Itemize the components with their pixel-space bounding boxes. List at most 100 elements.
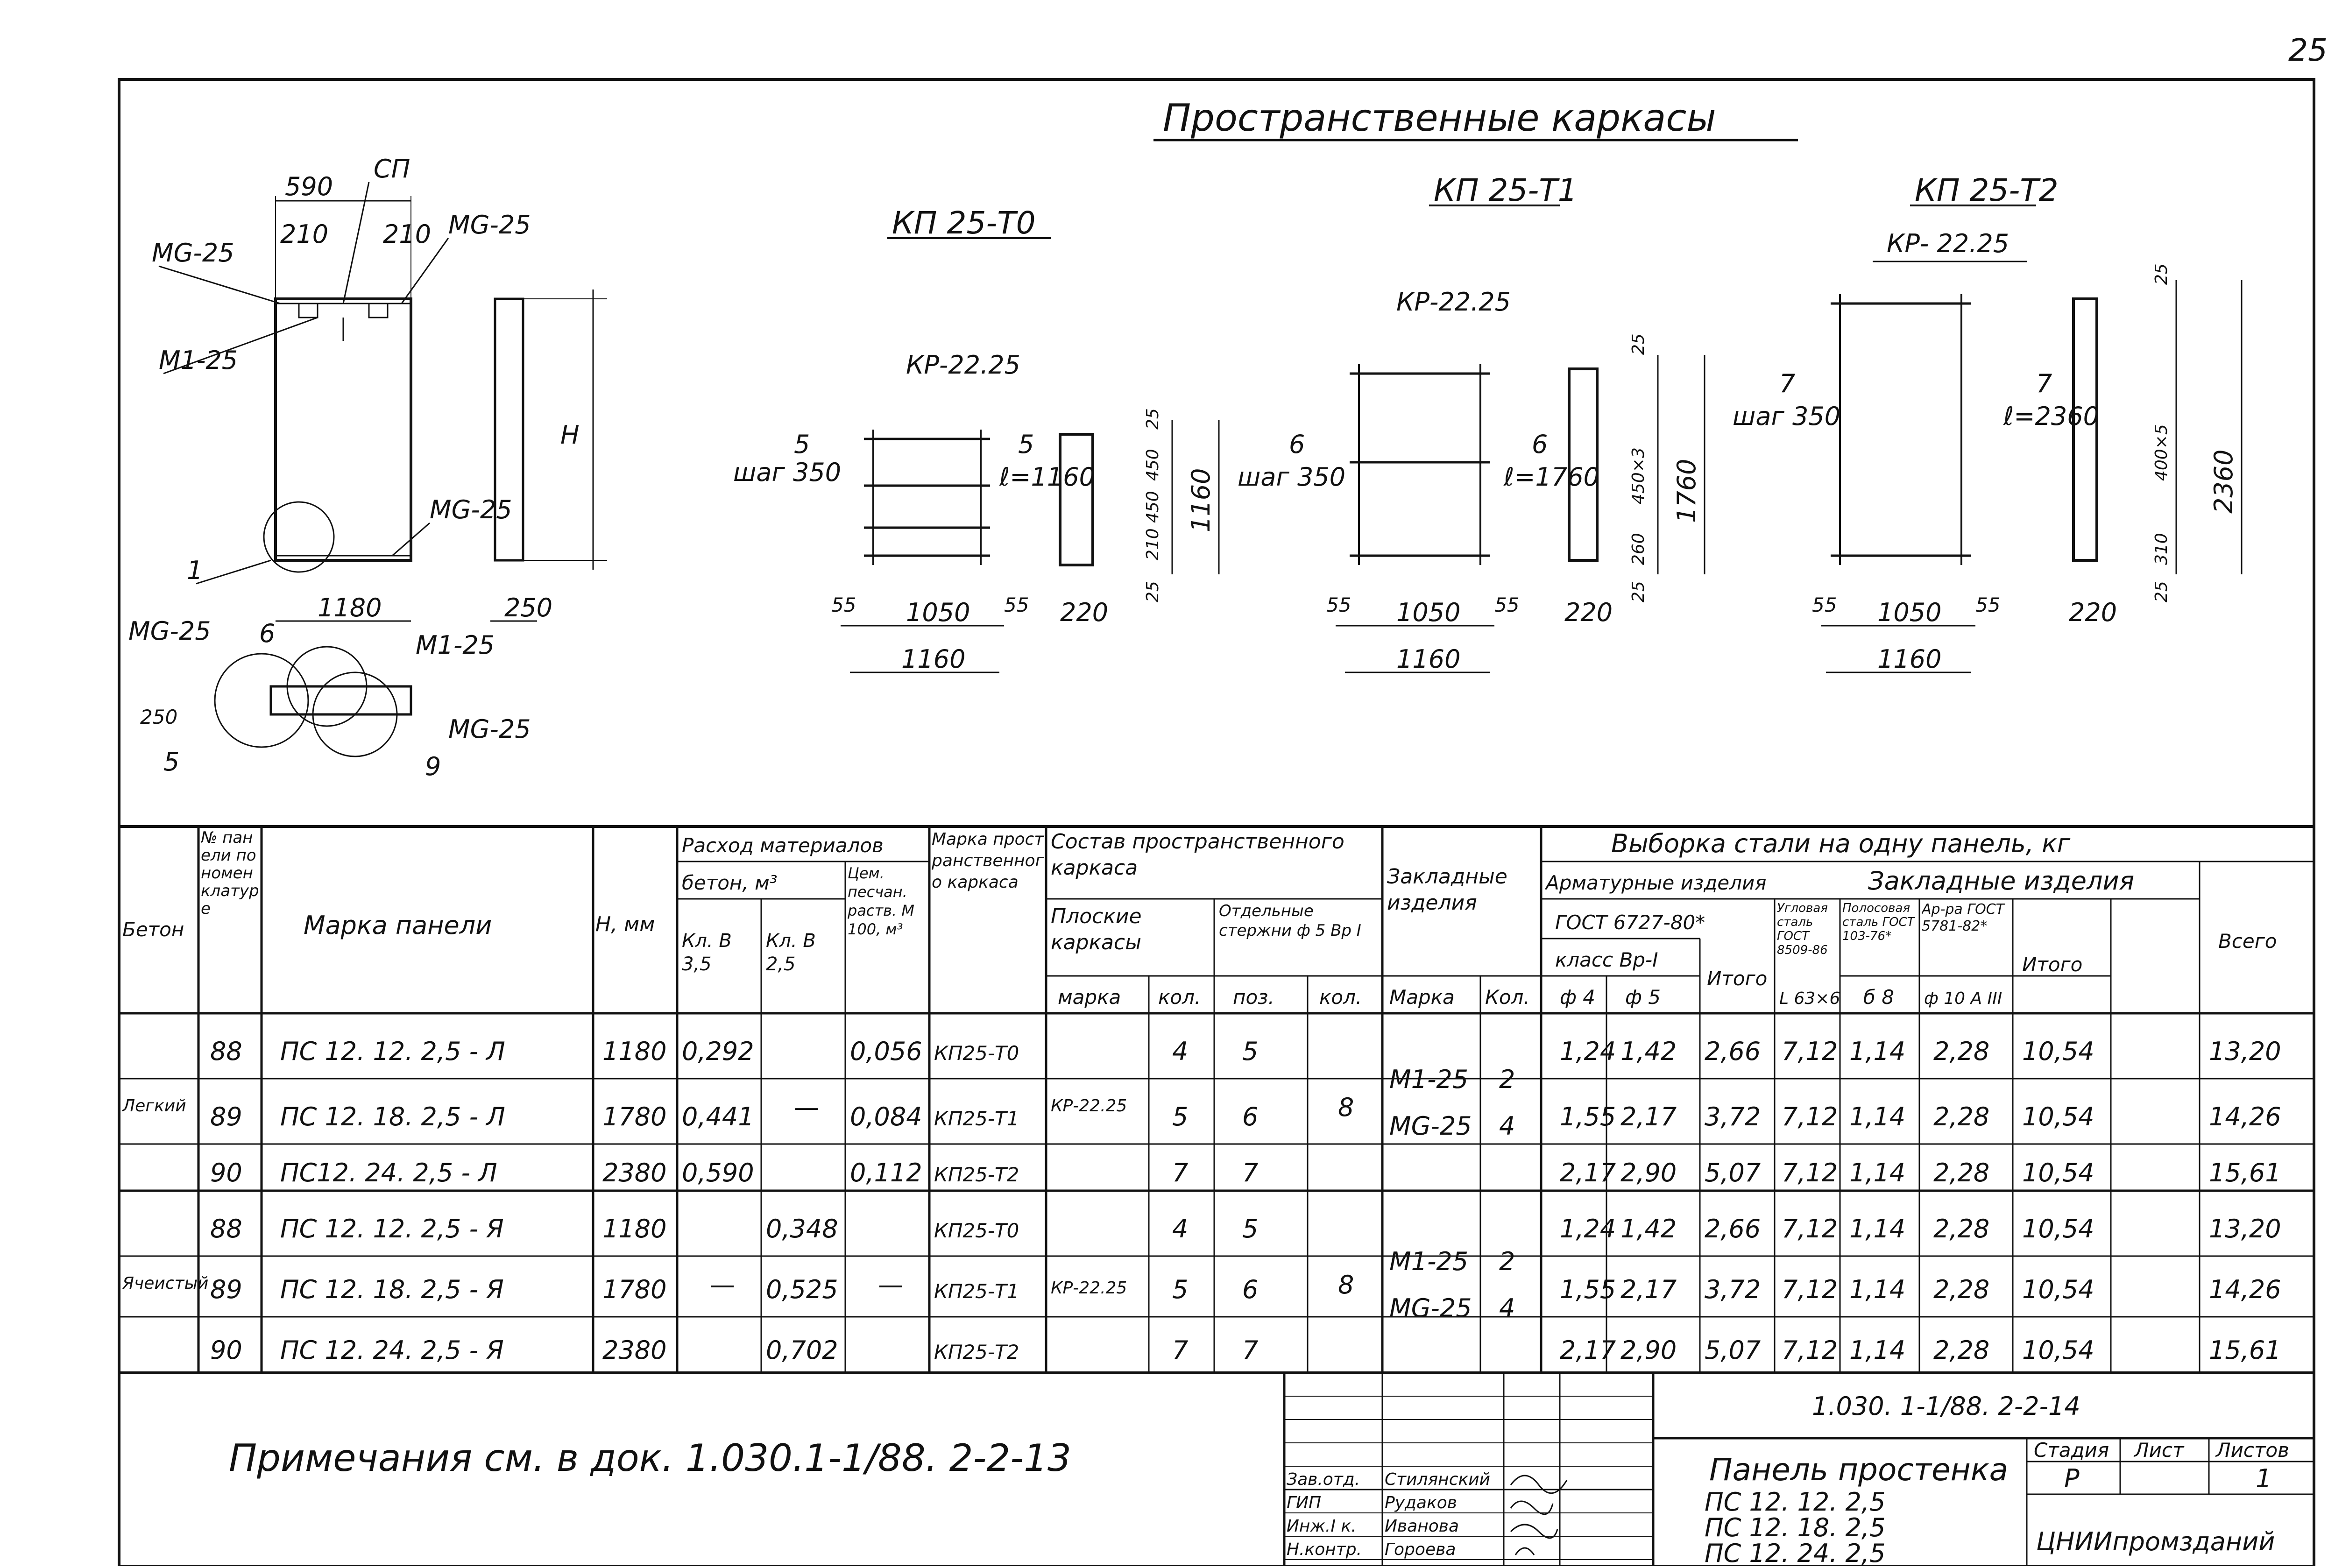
table-cell-polos: 1,14 bbox=[1849, 1037, 1905, 1066]
table-cell-f4: 2,17 bbox=[1560, 1158, 1616, 1187]
stamp-title-3: ПС 12. 18. 2,5 bbox=[1705, 1513, 1885, 1542]
table-cell-f4: 1,24 bbox=[1560, 1214, 1616, 1243]
frame-vtot: 1760 bbox=[1672, 459, 1701, 523]
hdr-arm: Ар-ра ГОСТ 5781-82* bbox=[1922, 901, 2004, 934]
table-cell-ugol: 7,12 bbox=[1782, 1037, 1838, 1066]
table-cell-arm: 2,28 bbox=[1933, 1275, 1989, 1304]
table-cell-marka: ПС 12. 24. 2,5 - Я bbox=[280, 1335, 504, 1365]
table-cell-ugol: 7,12 bbox=[1782, 1102, 1838, 1131]
table-cell-kl25: 0,702 bbox=[766, 1335, 838, 1365]
hdr-kl25: Кл. В 2,5 bbox=[766, 930, 816, 975]
group-beton-light: Легкий bbox=[121, 1096, 186, 1116]
hdr-beton: Бетон bbox=[122, 918, 184, 941]
group-light-ploskie: КР-22.25 bbox=[1051, 1096, 1127, 1116]
table-cell-f5: 1,42 bbox=[1620, 1037, 1677, 1066]
table-cell-h: 1780 bbox=[602, 1275, 666, 1304]
frame-pos: 7 bbox=[1779, 369, 1795, 398]
frame-v2: 310 bbox=[2152, 533, 2171, 565]
stamp-role-3: Н.контр. bbox=[1287, 1540, 1362, 1559]
hdr-ploskie: Плоские каркасы bbox=[1051, 904, 1142, 954]
frame-step: шаг 350 bbox=[1238, 462, 1345, 492]
stamp-name-3: Гороева bbox=[1385, 1540, 1456, 1559]
frame-step: шаг 350 bbox=[733, 458, 841, 487]
group-light-otd-kol: 8 bbox=[1338, 1093, 1354, 1122]
table-cell-marka: ПС 12. 18. 2,5 - Я bbox=[280, 1275, 504, 1304]
frame-v5: 25 bbox=[1629, 333, 1648, 355]
hdr-polos: Полосовая сталь ГОСТ 103-76* bbox=[1842, 901, 1915, 943]
signature-2 bbox=[1510, 1524, 1558, 1539]
hdr-vsego: Всего bbox=[2218, 930, 2277, 953]
frame-v2: 260 bbox=[1629, 533, 1648, 565]
table-cell-h: 1780 bbox=[602, 1102, 666, 1131]
hdr-sostav: Состав пространственного каркаса bbox=[1051, 830, 1344, 880]
table-cell-poz: 5 bbox=[1242, 1037, 1258, 1066]
table-cell-karkas: КП25-Т1 bbox=[934, 1107, 1019, 1130]
frame-kp25-t2: КП 25-Т2 КР- 22.25 7 шаг 350 7 ℓ=2360 55… bbox=[1733, 172, 2243, 674]
table-cell-ugol: 7,12 bbox=[1782, 1275, 1838, 1304]
hdr-zaklad: Закладные изделия bbox=[1387, 865, 1507, 915]
table-cell-it1: 3,72 bbox=[1705, 1102, 1761, 1131]
frame-side-w: 220 bbox=[2069, 598, 2117, 627]
hdr-rashod: Расход материалов bbox=[682, 834, 884, 857]
table-cell-cem: 0,084 bbox=[850, 1102, 922, 1131]
specification-table: Бетон № панели по номенклатуре Марка пан… bbox=[118, 825, 2315, 1374]
group-beton-cell: Ячеистый bbox=[122, 1274, 208, 1293]
table-cell-karkas: КП25-Т0 bbox=[934, 1219, 1019, 1242]
signature-3 bbox=[1514, 1547, 1535, 1555]
table-cell-marka: ПС 12. 18. 2,5 - Л bbox=[280, 1102, 505, 1131]
hdr-kl35: Кл. В 3,5 bbox=[682, 930, 732, 975]
panel-section-view: 590 210 210 СП МG-25 МG-25 М1-25 МG-25 1… bbox=[152, 154, 607, 622]
table-cell-h: 1180 bbox=[602, 1214, 666, 1243]
note-text: Примечания см. в док. 1.030.1-1/88. 2-2-… bbox=[229, 1436, 1071, 1480]
frame-vtot: 1160 bbox=[1186, 468, 1216, 532]
table-cell-poz: 6 bbox=[1242, 1275, 1258, 1304]
table-cell-ugol: 7,12 bbox=[1782, 1214, 1838, 1243]
dim-210-right: 210 bbox=[383, 219, 431, 249]
plan-label-mg25-left: МG-25 bbox=[128, 616, 211, 646]
hdr-num: № панели по номенклатуре bbox=[201, 829, 259, 918]
frame-width: 1160 bbox=[1396, 644, 1460, 674]
table-cell-it2: 10,54 bbox=[2022, 1037, 2094, 1066]
stamp-title-2: ПС 12. 12. 2,5 bbox=[1705, 1487, 1885, 1517]
hdr-gost: ГОСТ 6727-80* bbox=[1555, 911, 1705, 934]
hdr-itogo2: Итого bbox=[2022, 953, 2082, 976]
stamp-title-1: Панель простенка bbox=[1709, 1452, 2008, 1488]
frame-v3: 400×5 bbox=[2152, 424, 2171, 481]
hdr-polos-val: б 8 bbox=[1863, 986, 1894, 1009]
group-cell-z-m1: М1-25 bbox=[1389, 1247, 1468, 1276]
frame-kp25-t1: КП 25-Т1 КР-22.25 6 шаг 350 6 ℓ=1760 55 … bbox=[1238, 172, 1705, 674]
table-cell-num: 90 bbox=[210, 1158, 242, 1187]
plan-callout-9: 9 bbox=[425, 752, 441, 781]
hdr-poz-sub: поз. bbox=[1233, 986, 1274, 1009]
table-cell-f5: 2,17 bbox=[1620, 1275, 1677, 1304]
table-cell-f5: 2,90 bbox=[1620, 1158, 1677, 1187]
table-cell-polos: 1,14 bbox=[1849, 1214, 1905, 1243]
table-cell-f4: 1,24 bbox=[1560, 1037, 1616, 1066]
signature-0 bbox=[1510, 1475, 1568, 1494]
table-cell-kol: 5 bbox=[1172, 1102, 1188, 1131]
frame-pos: 5 bbox=[794, 430, 810, 459]
table-cell-kol: 7 bbox=[1172, 1158, 1188, 1187]
frame-v2: 210 bbox=[1143, 528, 1162, 560]
table-cell-it2: 10,54 bbox=[2022, 1158, 2094, 1187]
table-cell-arm: 2,28 bbox=[1933, 1335, 1989, 1365]
dim-h: Н bbox=[560, 420, 580, 450]
signature-1 bbox=[1510, 1500, 1554, 1515]
callout-1: 1 bbox=[187, 556, 203, 585]
table-cell-h: 1180 bbox=[602, 1037, 666, 1066]
table-cell-kl25: 0,348 bbox=[766, 1214, 838, 1243]
table-cell-arm: 2,28 bbox=[1933, 1214, 1989, 1243]
stamp-list-label: Лист bbox=[2133, 1439, 2185, 1462]
hdr-arm-val: ф 10 А III bbox=[1924, 989, 2002, 1008]
frame-kp25-t0: КП 25-Т0 КР-22.25 5 шаг 350 5 ℓ=1160 55 … bbox=[733, 205, 1220, 674]
table-cell-karkas: КП25-Т2 bbox=[934, 1341, 1019, 1363]
table-cell-polos: 1,14 bbox=[1849, 1335, 1905, 1365]
frame-length: ℓ=2360 bbox=[2003, 402, 2099, 431]
table-cell-kl35: 0,590 bbox=[682, 1158, 754, 1187]
frame-step: шаг 350 bbox=[1733, 402, 1840, 431]
hdr-z-kol: Кол. bbox=[1485, 986, 1530, 1009]
stamp-role-1: ГИП bbox=[1287, 1493, 1321, 1512]
title-block: 1.030. 1-1/88. 2-2-14 Зав.отд. ГИП Инж.I… bbox=[1283, 1373, 2314, 1568]
frame-bottom-a: 55 bbox=[1326, 593, 1351, 616]
